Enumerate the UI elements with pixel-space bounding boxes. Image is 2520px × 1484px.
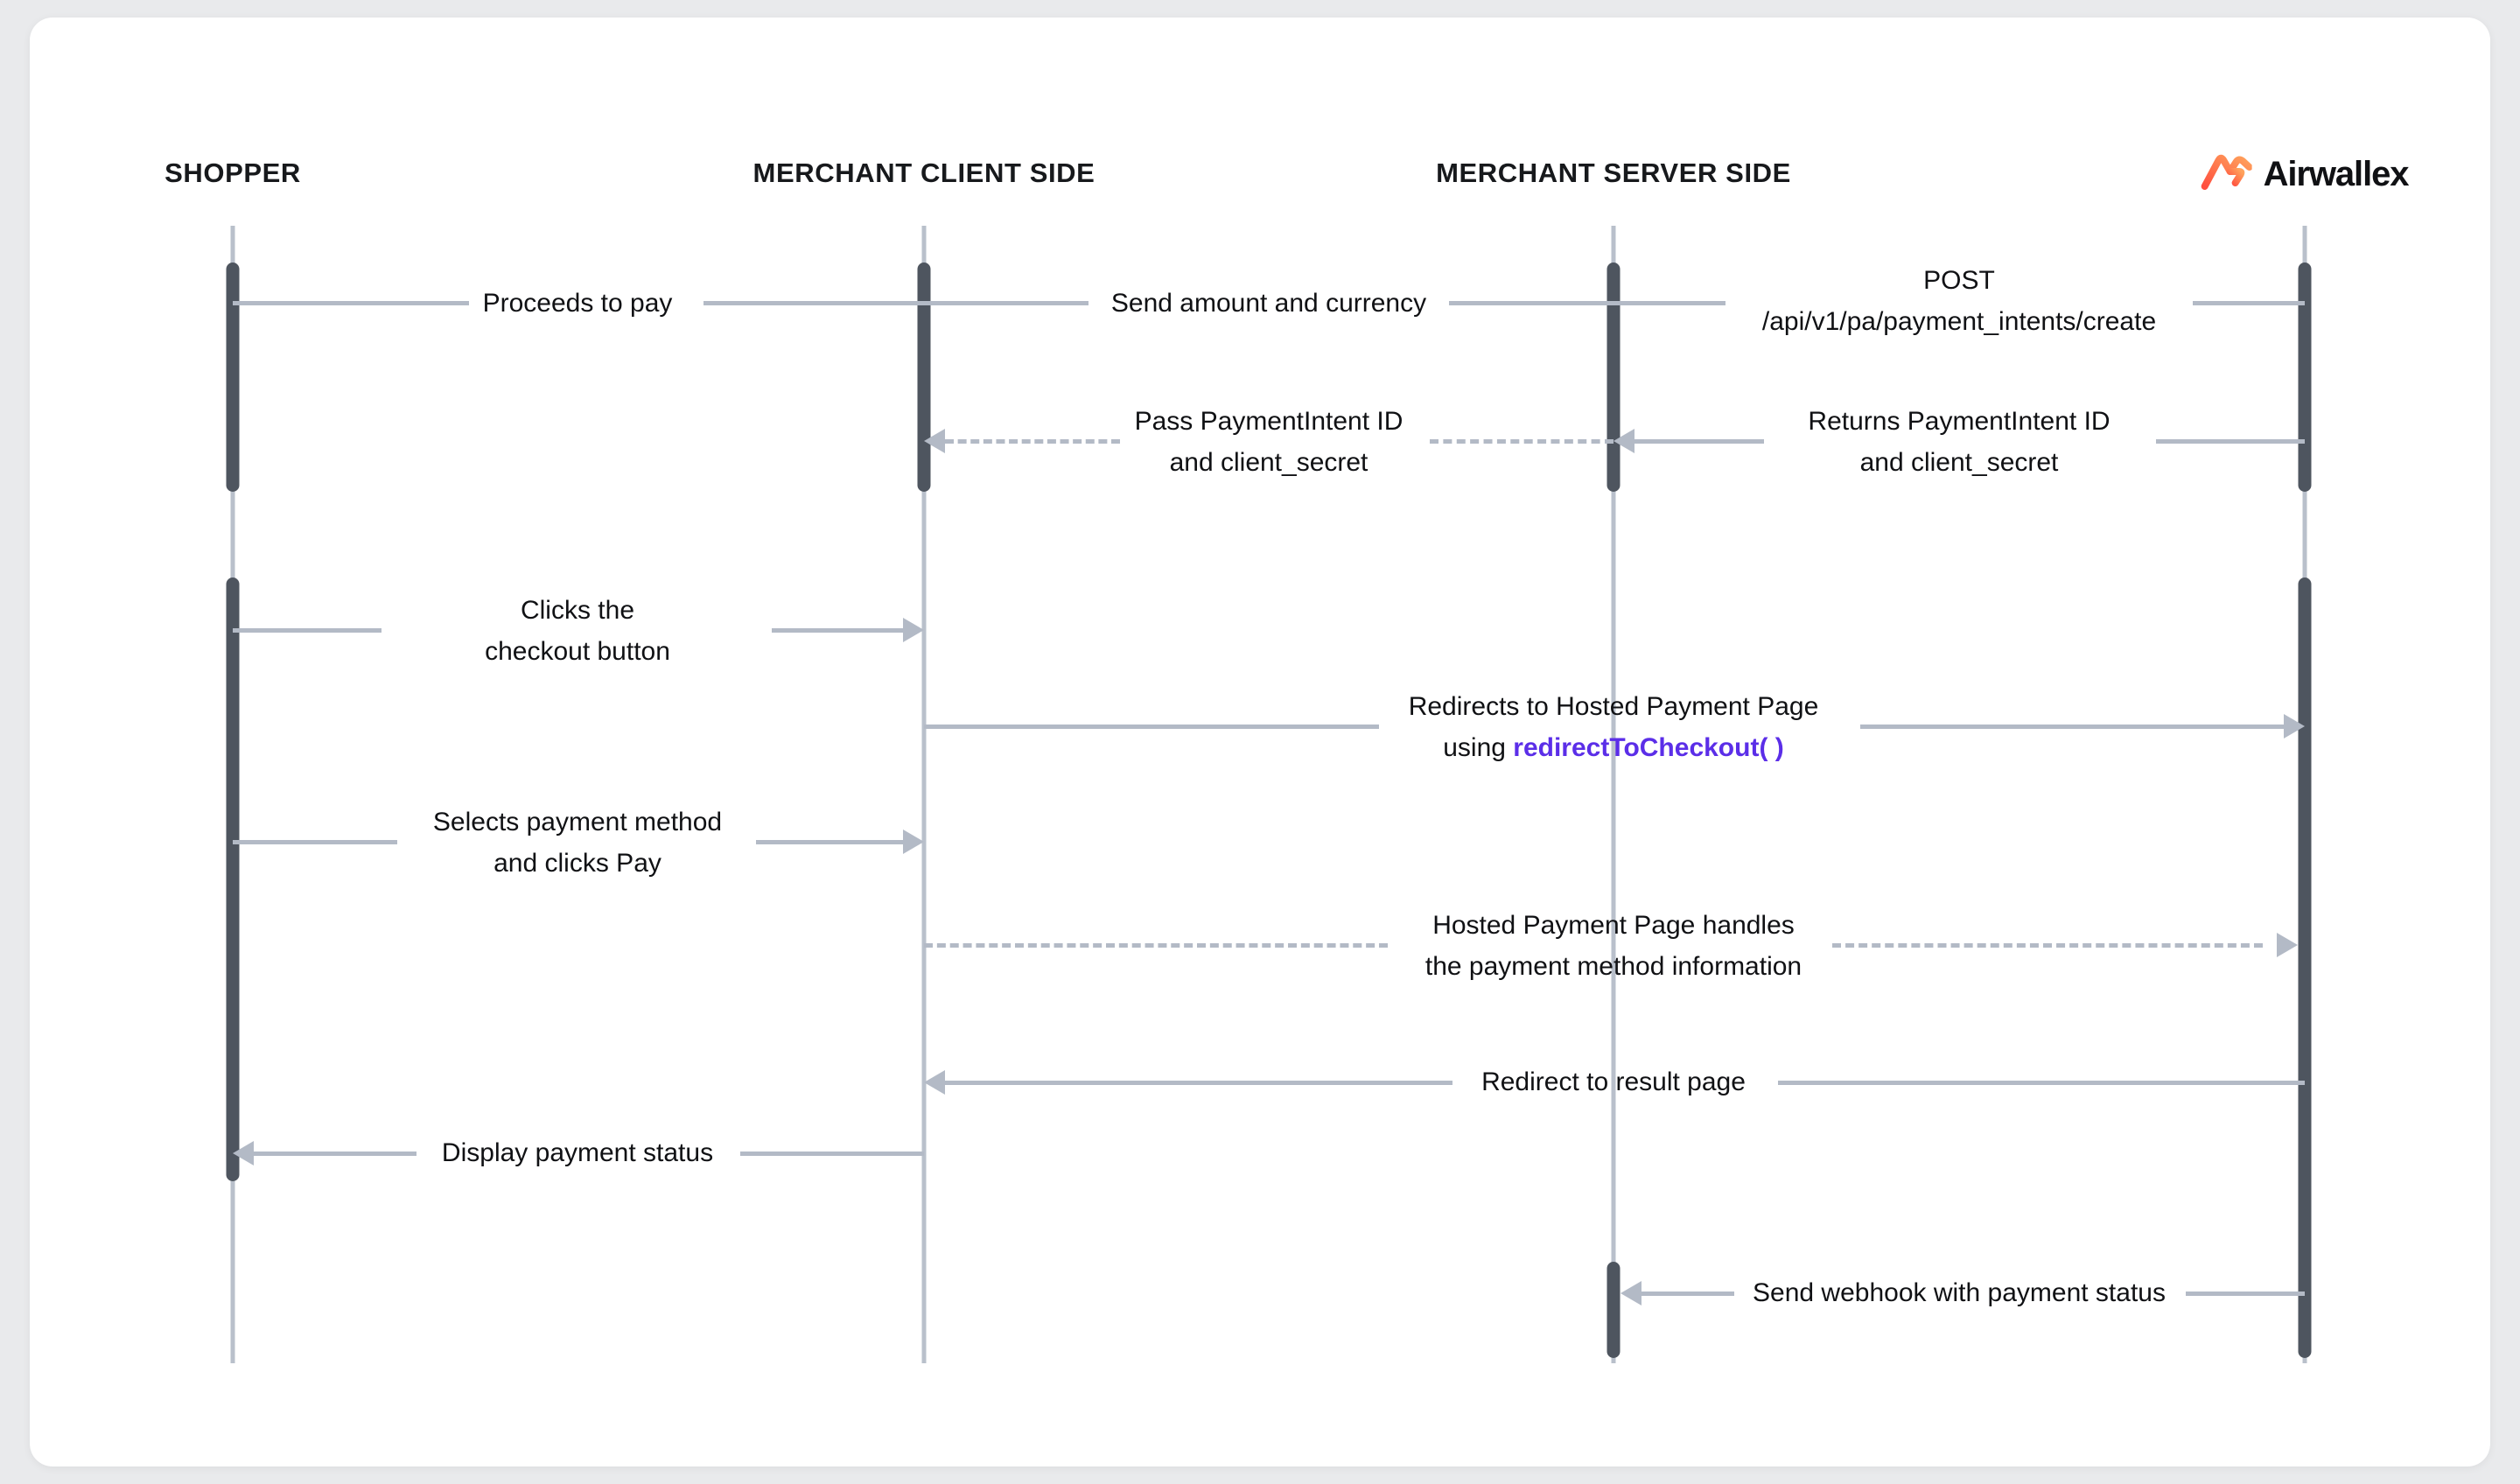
- msg-pass-paymentintent-arrowhead: [924, 429, 945, 453]
- msg-send-webhook-line-left: [1642, 1292, 1734, 1296]
- activation-shopper-1: [226, 262, 240, 492]
- msg-redirect-to-result-page-label: Redirect to result page: [1481, 1068, 1746, 1096]
- msg-clicks-checkout-line2: checkout button: [485, 637, 670, 666]
- msg-returns-paymentintent-label: Returns PaymentIntent ID and client_secr…: [1808, 401, 2110, 483]
- msg-post-line1: POST: [1923, 266, 1995, 295]
- msg-returns-paymentintent-line1: Returns PaymentIntent ID: [1808, 407, 2110, 436]
- msg-returns-paymentintent-line2: and client_secret: [1859, 448, 2059, 477]
- msg-clicks-checkout-line1: Clicks the: [520, 596, 635, 625]
- diagram-canvas: SHOPPER MERCHANT CLIENT SIDE MERCHANT SE…: [30, 18, 2490, 1466]
- msg-display-payment-status-label: Display payment status: [441, 1138, 714, 1167]
- msg-post-payment-intents-create-label: POST /api/v1/pa/payment_intents/create: [1762, 260, 2156, 342]
- msg-redirect-result-arrowhead: [924, 1070, 945, 1095]
- msg-redirects-hpp-code: redirectToCheckout( ): [1513, 733, 1784, 762]
- activation-merchant-server-1: [1606, 262, 1620, 492]
- msg-redirects-to-hosted-payment-page-label: Redirects to Hosted Payment Page using r…: [1409, 686, 1819, 768]
- msg-returns-paymentintent-line-right: [2156, 439, 2305, 444]
- msg-clicks-checkout-button-label: Clicks the checkout button: [485, 590, 670, 672]
- msg-send-amount-line-right: [1449, 301, 1614, 305]
- msg-send-webhook-line-right: [2186, 1292, 2305, 1296]
- msg-post-line-right: [2193, 301, 2305, 305]
- msg-hpp-handles-line-left: [924, 943, 1388, 948]
- lifeline-merchant-server: [1611, 226, 1616, 1363]
- msg-clicks-checkout-arrowhead: [903, 618, 924, 642]
- msg-pass-paymentintent-line-left: [945, 439, 1120, 444]
- msg-send-amount-line-left: [924, 301, 1088, 305]
- airwallex-logo: Airwallex: [2201, 153, 2410, 196]
- activation-merchant-server-2: [1606, 1262, 1620, 1358]
- activation-airwallex-1: [2298, 262, 2312, 492]
- msg-redirects-hpp-line-left: [924, 724, 1379, 729]
- msg-display-payment-status-line-left: [254, 1152, 416, 1156]
- msg-redirects-hpp-line1: Redirects to Hosted Payment Page: [1408, 692, 1819, 721]
- msg-send-webhook-with-payment-status-label: Send webhook with payment status: [1753, 1278, 2166, 1307]
- msg-hpp-handles-line1: Hosted Payment Page handles: [1432, 911, 1795, 940]
- msg-redirects-hpp-line2: using redirectToCheckout( ): [1409, 727, 1819, 768]
- msg-pass-paymentintent-label: Pass PaymentIntent ID and client_secret: [1135, 401, 1404, 483]
- msg-proceeds-to-pay-line-right: [704, 301, 924, 305]
- activation-airwallex-2: [2298, 578, 2312, 1358]
- msg-hpp-handles-line-right: [1832, 943, 2263, 948]
- msg-display-payment-status-line-right: [740, 1152, 924, 1156]
- actor-header-shopper: SHOPPER: [164, 158, 301, 188]
- msg-redirects-hpp-prefix: using: [1443, 733, 1514, 762]
- msg-hosted-payment-page-handles-label: Hosted Payment Page handles the payment …: [1425, 905, 1802, 987]
- msg-clicks-checkout-line-left: [233, 628, 382, 633]
- airwallex-logo-text: Airwallex: [2263, 155, 2410, 193]
- msg-redirects-hpp-line-right: [1860, 724, 2284, 729]
- msg-post-line2: /api/v1/pa/payment_intents/create: [1761, 307, 2157, 336]
- msg-redirect-result-line-right: [1778, 1081, 2305, 1085]
- msg-pass-paymentintent-line-right: [1430, 439, 1614, 444]
- actor-header-merchant-server: MERCHANT SERVER SIDE: [1436, 158, 1791, 188]
- msg-selects-payment-method-line2: and clicks Pay: [494, 849, 662, 878]
- msg-proceeds-to-pay-line-left: [233, 301, 469, 305]
- msg-pass-paymentintent-line2: and client_secret: [1169, 448, 1368, 477]
- lifeline-merchant-client: [921, 226, 927, 1363]
- msg-clicks-checkout-line-right: [772, 628, 903, 633]
- msg-display-payment-status-arrowhead: [233, 1141, 254, 1166]
- msg-returns-paymentintent-line-left: [1634, 439, 1764, 444]
- msg-returns-paymentintent-arrowhead: [1614, 429, 1634, 453]
- msg-hpp-handles-arrowhead: [2277, 933, 2298, 957]
- msg-selects-payment-method-line1: Selects payment method: [432, 808, 723, 836]
- activation-merchant-client-1: [917, 262, 931, 492]
- msg-selects-payment-method-line-left: [233, 840, 397, 844]
- msg-proceeds-to-pay-label: Proceeds to pay: [482, 289, 673, 318]
- msg-pass-paymentintent-line1: Pass PaymentIntent ID: [1134, 407, 1404, 436]
- msg-send-webhook-arrowhead: [1620, 1281, 1642, 1306]
- msg-hpp-handles-line2: the payment method information: [1424, 952, 1802, 981]
- actor-header-merchant-client: MERCHANT CLIENT SIDE: [752, 158, 1096, 188]
- activation-shopper-2: [226, 578, 240, 1181]
- msg-redirect-result-line-left: [945, 1081, 1452, 1085]
- msg-selects-payment-method-arrowhead: [903, 830, 924, 854]
- msg-post-line-left: [1614, 301, 1726, 305]
- msg-redirects-hpp-arrowhead: [2284, 714, 2305, 738]
- airwallex-logo-icon: [2201, 153, 2253, 196]
- msg-selects-payment-method-label: Selects payment method and clicks Pay: [433, 802, 722, 884]
- msg-selects-payment-method-line-right: [756, 840, 903, 844]
- msg-send-amount-and-currency-label: Send amount and currency: [1110, 289, 1427, 318]
